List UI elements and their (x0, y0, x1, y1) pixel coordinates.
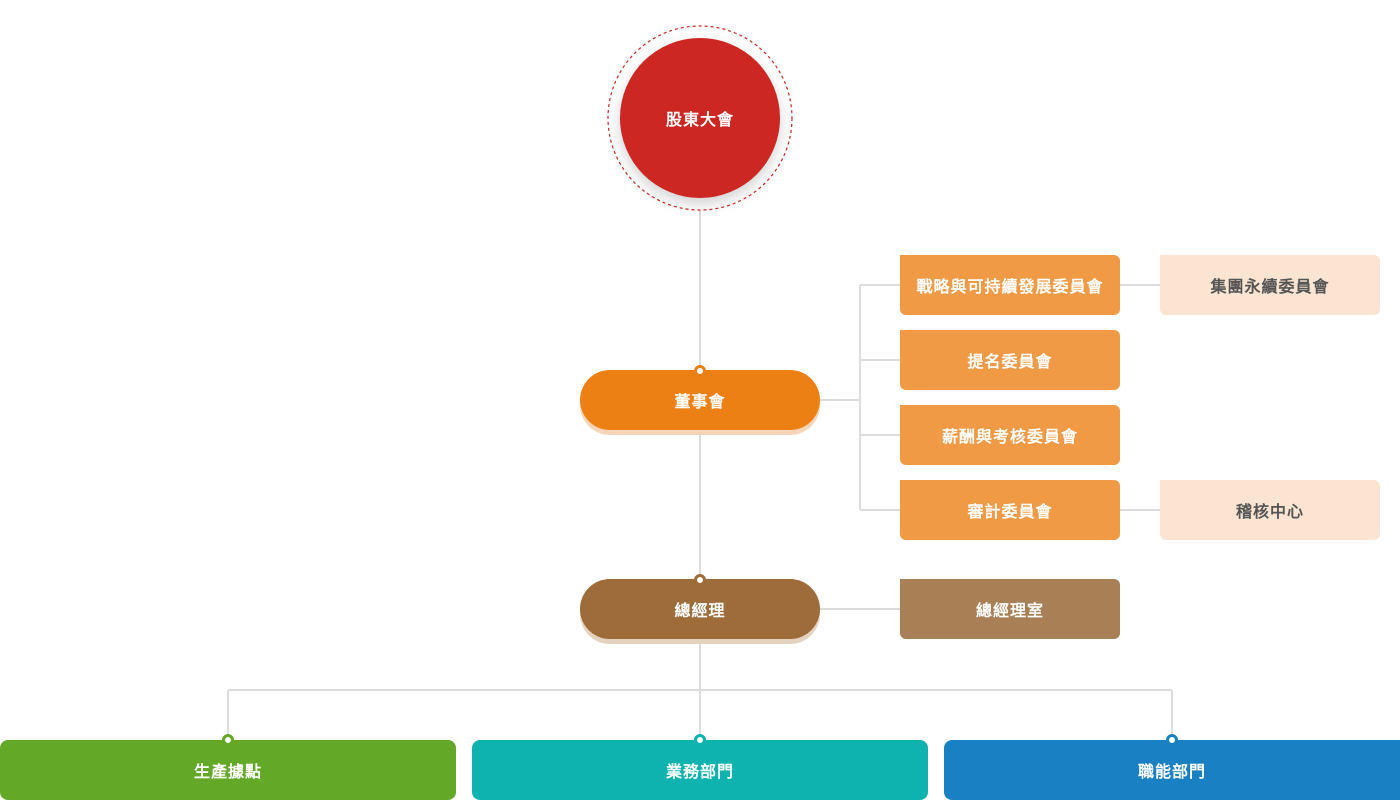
general-manager-node: 總經理 (580, 579, 820, 639)
committee-nomination-node: 提名委員會 (900, 330, 1120, 390)
board-node: 董事會 (580, 370, 820, 430)
sustainability-committee-node: 集團永續委員會 (1160, 255, 1380, 315)
committee-compensation-node: 薪酬與考核委員會 (900, 405, 1120, 465)
general-manager-label: 總經理 (674, 601, 726, 620)
audit-center-label: 稽核中心 (1235, 502, 1304, 521)
department-production-node: 生產據點 (0, 740, 456, 800)
department-production-connector-dot (222, 734, 234, 746)
board-connector-dot (694, 365, 706, 377)
committee-compensation-label: 薪酬與考核委員會 (941, 427, 1078, 446)
department-functional-label: 職能部門 (1137, 762, 1206, 781)
committee-strategy-label: 戰略與可持續發展委員會 (916, 277, 1104, 296)
board-label: 董事會 (674, 392, 726, 411)
shareholders-meeting-node: 股東大會 (620, 38, 780, 198)
committee-nomination-label: 提名委員會 (967, 352, 1053, 371)
committee-audit-label: 審計委員會 (967, 502, 1053, 521)
sustainability-committee-label: 集團永續委員會 (1210, 277, 1330, 296)
audit-center-node: 稽核中心 (1160, 480, 1380, 540)
department-functional-node: 職能部門 (944, 740, 1400, 800)
department-business-node: 業務部門 (472, 740, 928, 800)
general-manager-office-node: 總經理室 (900, 579, 1120, 639)
department-business-connector-dot (694, 734, 706, 746)
general-manager-connector-dot (694, 574, 706, 586)
department-production-label: 生產據點 (193, 762, 262, 781)
general-manager-office-label: 總經理室 (975, 601, 1044, 620)
committee-audit-node: 審計委員會 (900, 480, 1120, 540)
department-functional-connector-dot (1166, 734, 1178, 746)
shareholders-meeting-label: 股東大會 (665, 110, 734, 129)
department-business-label: 業務部門 (665, 762, 734, 781)
committee-strategy-node: 戰略與可持續發展委員會 (900, 255, 1120, 315)
